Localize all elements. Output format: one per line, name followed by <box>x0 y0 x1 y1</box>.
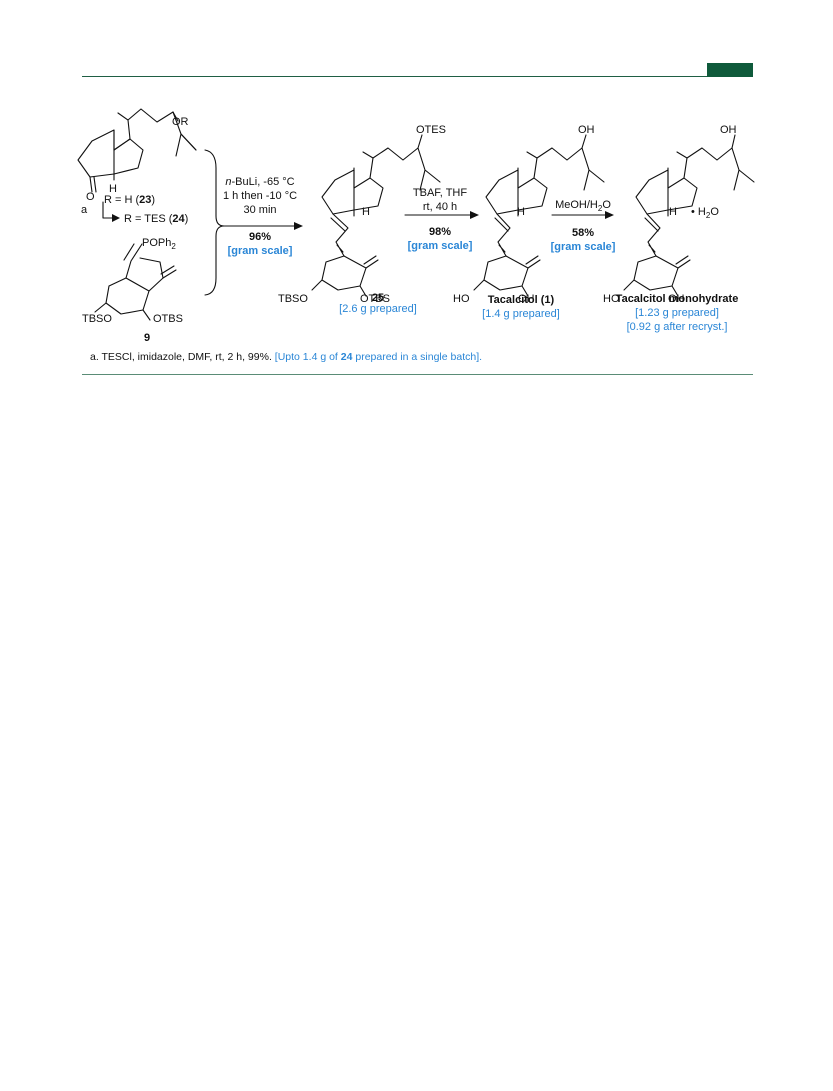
r-tes-label: R = TES (24) <box>124 213 188 225</box>
arrow1-reagent-line2: 1 h then -10 °C <box>223 190 297 202</box>
arrow3-scale: [gram scale] <box>551 241 616 253</box>
tacalcitol-ho: HO <box>453 293 470 305</box>
hydrate-oh: OH <box>668 293 685 305</box>
cmpd25-tbso: TBSO <box>278 293 308 305</box>
arrow1-yield: 96% <box>249 231 271 243</box>
ring-hydrogen: H <box>109 183 117 195</box>
arrow2-reagent-line2: rt, 40 h <box>423 201 457 213</box>
hydrate-oh-top: OH <box>720 124 737 136</box>
r-h-label: R = H (23) <box>104 194 155 206</box>
tacalcitol-oh: OH <box>518 293 535 305</box>
a-ring-phosphine-oxide-structure <box>94 243 177 321</box>
hydrate-ho: HO <box>603 293 620 305</box>
tacalcitol-monohydrate-structure <box>623 134 755 297</box>
arrow3-yield: 58% <box>572 227 594 239</box>
reactant-brace <box>204 149 225 296</box>
hydrate-water: • H2O <box>691 206 719 220</box>
tacalcitol-prepared: [1.4 g prepared] <box>482 308 560 320</box>
compound-25-structure <box>311 134 441 297</box>
arrow1-reagent-line3: 30 min <box>243 204 276 216</box>
arrow2-yield: 98% <box>429 226 451 238</box>
tacalcitol-structure <box>473 134 605 297</box>
arrow2-reagent-line1: TBAF, THF <box>413 187 467 199</box>
arrow1-reagent-line1: n-BuLi, -65 °C <box>225 176 294 188</box>
phosphine-label: POPh2 <box>142 237 176 251</box>
otbs-label: OTBS <box>153 313 183 325</box>
cmpd25-label: 25 <box>372 292 384 304</box>
substituent-or: OR <box>172 116 189 128</box>
hydrate-prepared-1: [1.23 g prepared] <box>635 307 719 319</box>
cmpd25-otes: OTES <box>416 124 446 136</box>
arrow2-scale: [gram scale] <box>408 240 473 252</box>
ketone-oxygen: O <box>86 191 95 203</box>
cmpd25-otbs: OTBS <box>360 293 390 305</box>
step-letter-a: a <box>81 204 88 216</box>
arrow3-reagent: MeOH/H2O <box>555 199 611 213</box>
footnote-batch-note-start: [Upto 1.4 g of <box>274 351 341 363</box>
tacalcitol-label: Tacalcitol (1) <box>488 294 555 306</box>
footer-rule <box>82 374 753 375</box>
cmpd25-h: H <box>362 206 370 218</box>
hydrate-prepared-2: [0.92 g after recryst.] <box>627 321 728 333</box>
silylation-arrow <box>102 201 113 219</box>
arrow1-scale: [gram scale] <box>228 245 293 257</box>
compound-9-label: 9 <box>144 332 150 344</box>
footnote-compound-ref: 24 <box>340 351 353 363</box>
hydrate-h: H <box>669 206 677 218</box>
footnote-conditions: a. TESCl, imidazole, DMF, rt, 2 h, 99%. <box>90 351 275 363</box>
footnote-batch-note-end: prepared in a single batch]. <box>352 351 483 363</box>
tacalcitol-oh-top: OH <box>578 124 595 136</box>
tacalcitol-h: H <box>517 206 525 218</box>
tbso-label: TBSO <box>82 313 112 325</box>
hydrate-label: Tacalcitol monohydrate <box>616 293 739 305</box>
header-rule <box>82 76 753 77</box>
cd-ring-ketone-structure <box>77 108 197 193</box>
scheme-footnote: a. TESCl, imidazole, DMF, rt, 2 h, 99%. … <box>90 351 482 363</box>
header-accent-tab <box>707 63 753 77</box>
cmpd25-prepared: [2.6 g prepared] <box>339 303 417 315</box>
